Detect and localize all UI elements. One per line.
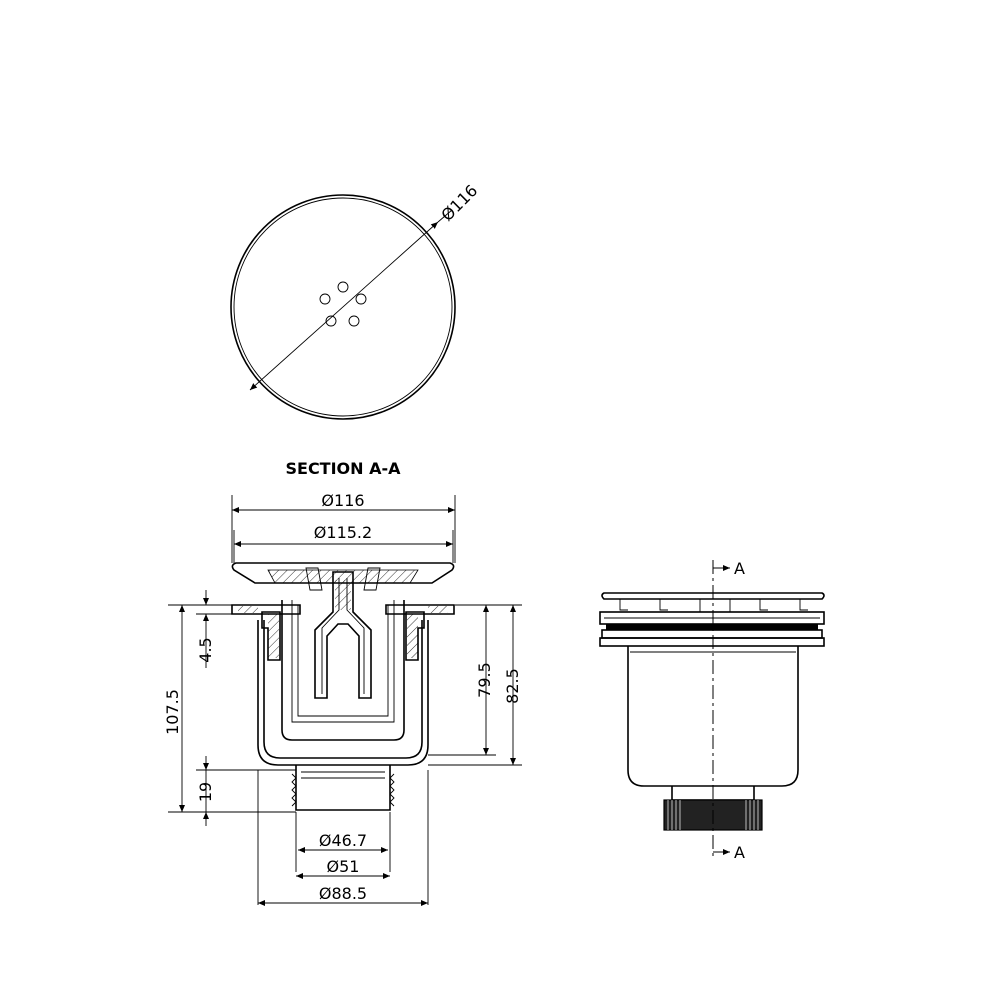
plunger-clip-left bbox=[305, 567, 323, 591]
side-seal bbox=[599, 617, 825, 647]
right-nut-hatch bbox=[407, 614, 418, 658]
side-view: A A bbox=[599, 559, 825, 862]
outlet-thread-left bbox=[291, 773, 297, 807]
strainer-top-inner-outline bbox=[233, 197, 453, 417]
dim-body-outer-label: 82.5 bbox=[503, 668, 522, 704]
side-outlet-thread-lines bbox=[667, 800, 759, 830]
dim-thread-label: 19 bbox=[196, 782, 215, 802]
plunger-clip-right bbox=[363, 567, 381, 591]
dim-top-outer-label: Ø116 bbox=[321, 491, 364, 510]
drain-hole bbox=[348, 315, 360, 327]
left-nut-hatch bbox=[268, 614, 279, 658]
dim-body-inner-label: 79.5 bbox=[475, 662, 494, 698]
dim-flange-label: 4.5 bbox=[196, 637, 215, 662]
drain-hole bbox=[355, 293, 367, 305]
top-view: Ø116 bbox=[230, 181, 481, 420]
outlet-thread-right bbox=[389, 773, 395, 807]
outlet-pipe bbox=[295, 765, 391, 811]
outlet-inner bbox=[301, 771, 385, 779]
flange-right-hatch bbox=[428, 606, 448, 613]
dim-outlet-outer-label: Ø51 bbox=[327, 857, 360, 876]
diameter-leader-line bbox=[249, 221, 439, 391]
flange-left bbox=[231, 604, 301, 615]
plunger-stem-hatch bbox=[335, 580, 351, 610]
flange-right bbox=[385, 604, 455, 615]
top-diameter-label: Ø116 bbox=[437, 181, 481, 225]
section-title: SECTION A-A bbox=[285, 459, 401, 478]
dim-overall-label: 107.5 bbox=[163, 689, 182, 735]
side-cap bbox=[601, 592, 825, 600]
section-view: SECTION A-A bbox=[163, 459, 522, 906]
dim-outlet-inner-label: Ø46.7 bbox=[319, 831, 367, 850]
inner-basket-wall bbox=[291, 600, 395, 723]
left-nut bbox=[261, 611, 281, 661]
drain-holes bbox=[319, 281, 367, 327]
inner-basket-wall-2 bbox=[297, 605, 389, 717]
drain-hole bbox=[337, 281, 349, 293]
body-outer bbox=[257, 620, 429, 766]
diameter-leader-extension bbox=[437, 209, 453, 223]
dim-top-inner-label: Ø115.2 bbox=[314, 523, 372, 542]
section-mark-top: A bbox=[734, 559, 745, 578]
strainer-cap bbox=[231, 562, 455, 584]
body-inner bbox=[263, 620, 423, 759]
inner-basket bbox=[281, 600, 405, 741]
drain-hole bbox=[319, 293, 331, 305]
strainer-top-outline bbox=[230, 194, 456, 420]
side-cap-legs bbox=[619, 599, 808, 613]
section-mark-bottom: A bbox=[734, 843, 745, 862]
plunger-outer bbox=[314, 571, 372, 699]
flange-left-hatch bbox=[238, 606, 258, 613]
dim-body-diameter-label: Ø88.5 bbox=[319, 884, 367, 903]
